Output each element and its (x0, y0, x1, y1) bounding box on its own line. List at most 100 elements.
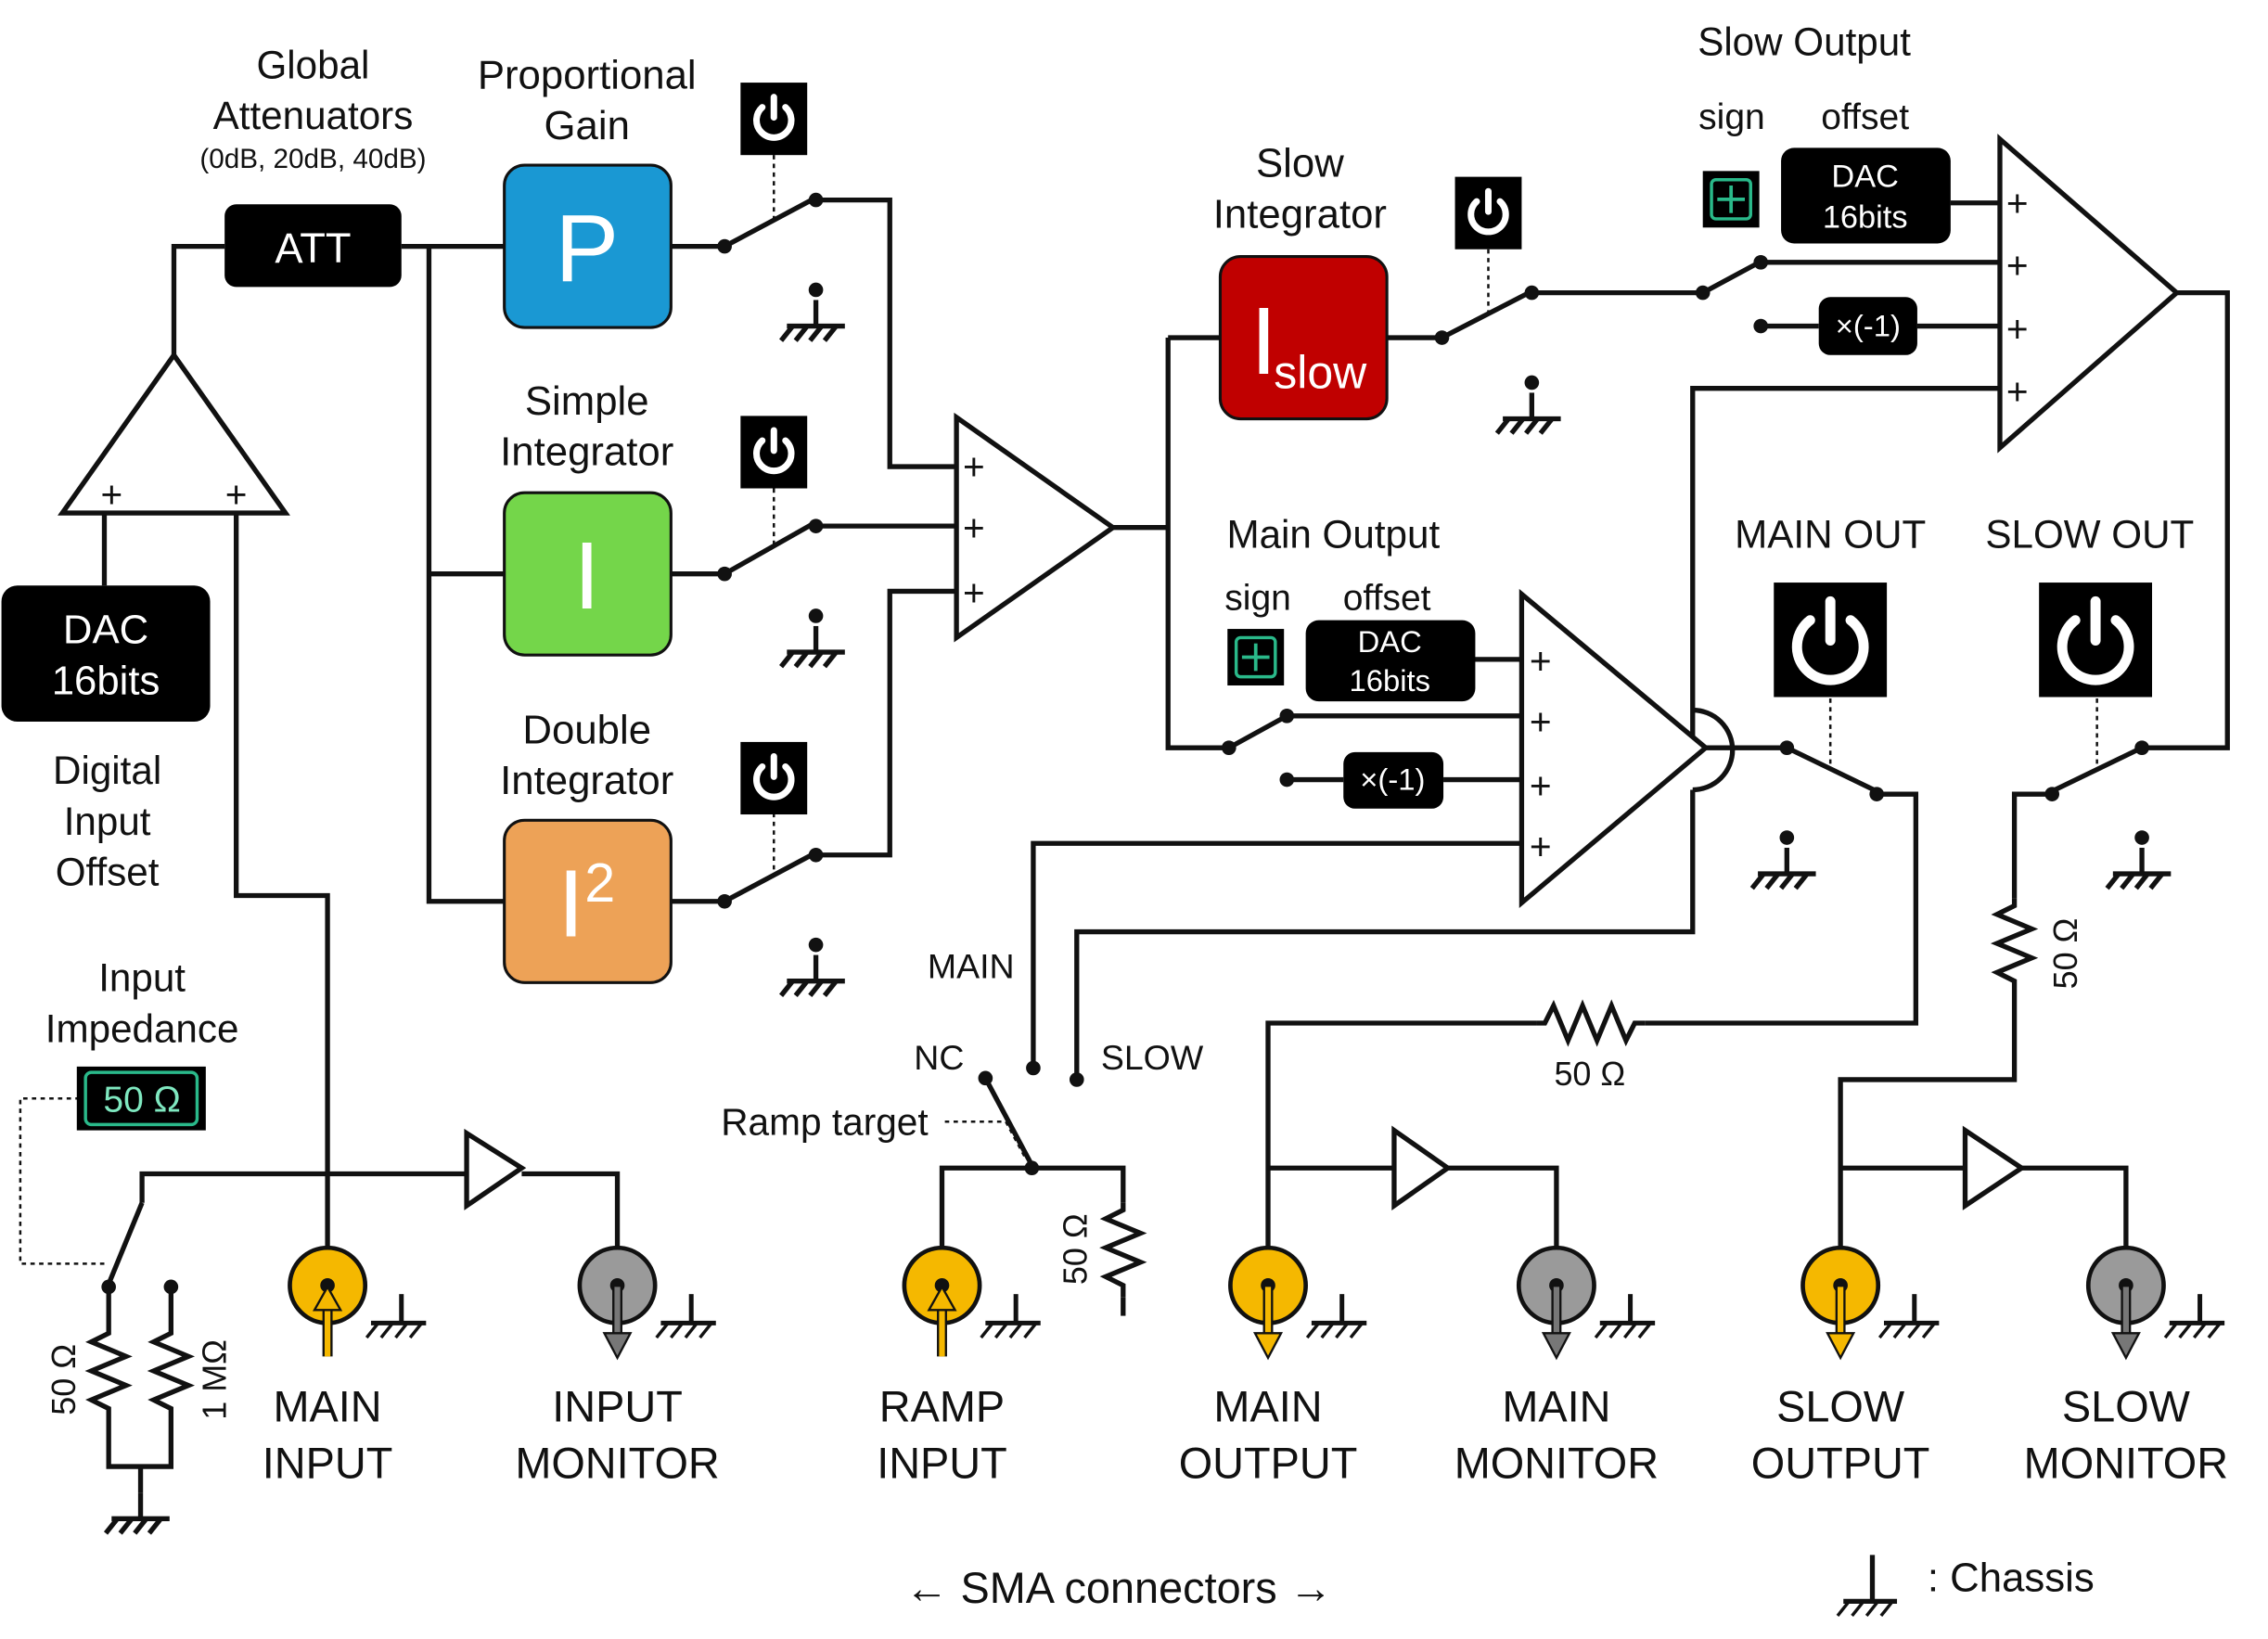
ramp-main-label: MAIN (928, 947, 1015, 986)
plus-sign: + (1530, 639, 1552, 682)
connector-label: INPUT (263, 1440, 393, 1488)
sma-connector[interactable]: INPUT MONITOR (515, 1245, 720, 1488)
ground-icon (1877, 1294, 1940, 1339)
double-integrator-block (503, 818, 673, 984)
slow-out-label: SLOW OUT (1985, 513, 2194, 557)
input-impedance-selector[interactable]: 50 Ω (76, 1066, 206, 1131)
main-sign-label: sign (1224, 579, 1291, 619)
wiring (19, 155, 2230, 1493)
plus-sign: + (225, 473, 248, 516)
dac-bits-label: 16bits (1823, 199, 1908, 235)
plus-sign: + (100, 473, 122, 516)
ramp-slow-label: SLOW (1101, 1038, 1204, 1077)
dac-label: DAC (63, 608, 148, 653)
pid-summing-amplifier: + + + (954, 412, 1118, 643)
ground-icon (365, 1294, 427, 1339)
plus-sign: + (963, 571, 985, 614)
simple-integrator-title: Integrator (500, 429, 673, 475)
plus-sign: + (1530, 700, 1552, 743)
power-icon[interactable] (740, 83, 807, 155)
connector-label: MONITOR (1454, 1440, 1659, 1488)
resistor-50-label: 50 Ω (1057, 1213, 1095, 1285)
ground-icon (655, 1294, 716, 1339)
main-invert-block (1343, 751, 1444, 809)
att-block (224, 204, 402, 288)
input-amplifier: + + (58, 351, 290, 516)
resistor-1m-label: 1 MΩ (196, 1339, 234, 1420)
connector-label: MONITOR (515, 1440, 719, 1488)
slow-output-title: Slow Output (1698, 19, 1911, 63)
impedance-value: 50 Ω (103, 1080, 180, 1120)
monitor-buffers (464, 1125, 2027, 1210)
resistor-50-label: 50 Ω (1554, 1055, 1625, 1093)
resistor-50-label: 50 Ω (45, 1344, 83, 1415)
proportional-block (503, 163, 673, 329)
proportional-symbol: P (555, 195, 619, 301)
connector-label: OUTPUT (1179, 1440, 1358, 1488)
power-icon[interactable] (740, 416, 807, 488)
dac-label: DAC (1358, 624, 1422, 659)
proportional-title: Gain (545, 103, 630, 148)
main-offset-label: offset (1343, 579, 1431, 619)
resistors (84, 898, 2039, 1417)
ground-icon (1594, 1294, 1656, 1339)
slow-integrator-title: Integrator (1213, 191, 1387, 237)
dac-label: DAC (1831, 160, 1899, 195)
ramp-target-label: Ramp target (721, 1100, 928, 1143)
dac-input-offset (1, 585, 211, 723)
slow-sign-label: sign (1698, 97, 1765, 137)
resistor-50-label: 50 Ω (2046, 918, 2084, 990)
slow-invert-block (1818, 297, 1917, 355)
invert-label: ×(-1) (1360, 762, 1425, 796)
ground-icon (2163, 1294, 2225, 1339)
chassis-ground-icon (1836, 1555, 1898, 1618)
main-output-title: Main Output (1226, 513, 1440, 557)
power-icon[interactable] (740, 742, 807, 814)
double-integrator-superscript: 2 (584, 852, 615, 914)
chassis-label: : Chassis (1928, 1555, 2095, 1600)
sma-connector[interactable]: MAIN OUTPUT (1179, 1245, 1367, 1488)
connector-label: MAIN (274, 1383, 382, 1431)
plus-sign: + (2006, 308, 2029, 351)
dac-bits-label: 16bits (1349, 663, 1430, 698)
slow-out-power-icon[interactable] (2039, 583, 2153, 698)
slow-integrator-symbol: I (1250, 288, 1277, 394)
plus-sign: + (963, 445, 985, 488)
connector-label: INPUT (552, 1383, 683, 1431)
plus-sign: + (2006, 182, 2029, 224)
main-output-amplifier: + + + + (1518, 588, 1710, 909)
double-integrator-title: Integrator (500, 758, 673, 803)
sma-connectors-caption: ← SMA connectors → (905, 1564, 1333, 1612)
global-attenuators-title: Attenuators (213, 94, 414, 137)
slow-dac-offset (1781, 147, 1951, 244)
double-integrator-symbol: I (557, 850, 584, 956)
switch-grounds (106, 300, 2171, 1533)
slow-integrator-subscript: slow (1274, 347, 1367, 399)
sma-connector[interactable]: MAIN INPUT (263, 1245, 427, 1488)
main-sign-toggle[interactable] (1227, 629, 1285, 685)
simple-integrator-symbol: I (573, 522, 600, 629)
connector-label: RAMP (879, 1383, 1005, 1431)
connector-label: MAIN (1213, 1383, 1322, 1431)
connector-label: MONITOR (2024, 1440, 2228, 1488)
input-impedance-title: Input (98, 956, 186, 1000)
att-label: ATT (275, 224, 351, 272)
ground-icon (980, 1294, 1041, 1339)
dac-bits-label: 16bits (52, 658, 160, 703)
global-attenuators-title: Global (257, 43, 370, 86)
input-impedance-title: Impedance (45, 1006, 239, 1050)
plus-sign: + (963, 506, 985, 549)
plus-sign: + (1530, 825, 1552, 867)
slow-integrator-title: Slow (1256, 141, 1344, 186)
slow-integrator-block (1218, 254, 1389, 421)
main-dac-offset (1305, 620, 1476, 702)
slow-sign-toggle[interactable] (1702, 171, 1760, 228)
power-icon[interactable] (1455, 177, 1522, 250)
main-out-power-icon[interactable] (1774, 583, 1888, 698)
proportional-title: Proportional (478, 52, 697, 97)
